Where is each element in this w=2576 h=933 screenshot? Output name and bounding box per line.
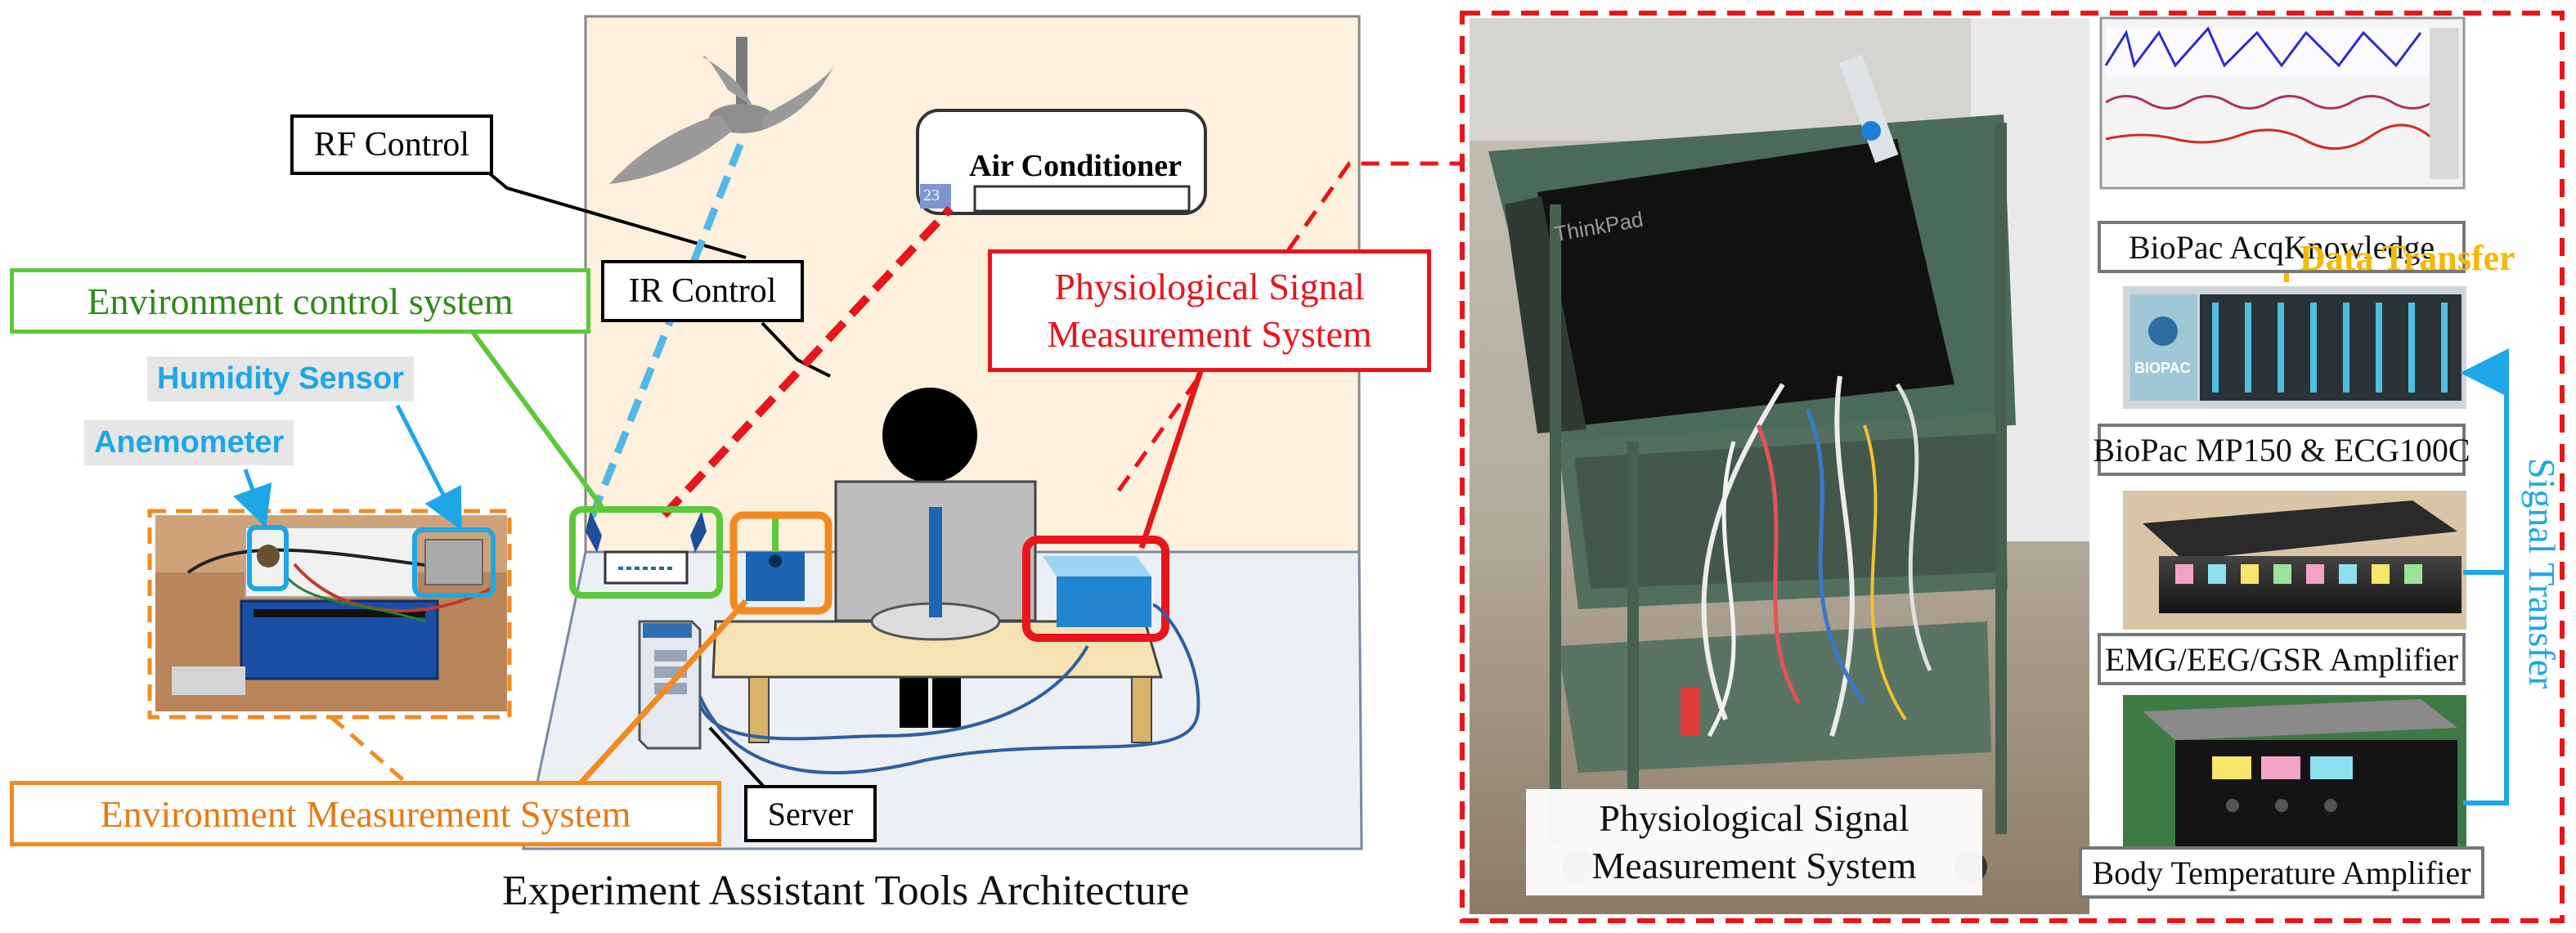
ir-control-text: IR Control xyxy=(628,272,777,310)
inset-to-label-link xyxy=(330,715,411,787)
mp150-photo xyxy=(2123,286,2466,409)
environment-sensor-icon xyxy=(746,515,805,601)
anemometer-arrow xyxy=(233,469,272,528)
rf-control-line xyxy=(486,170,747,259)
router-highlight xyxy=(569,506,723,599)
ir-control-label: IR Control xyxy=(601,260,804,322)
amplifier-caption: EMG/EEG/GSR Amplifier xyxy=(2098,633,2466,685)
arduino-inset-photo xyxy=(155,515,507,711)
physio-label-line1: Physiological Signal xyxy=(1054,266,1365,307)
cart-photo xyxy=(1470,18,2089,914)
biopac-badge: BIOPAC xyxy=(2134,360,2191,376)
physio-device-icon xyxy=(1043,556,1151,627)
humidity-sensor-label: Humidity Sensor xyxy=(147,357,414,401)
physio-device-highlight xyxy=(1022,536,1169,642)
data-transfer-label: Data Transfer xyxy=(2300,238,2515,278)
server-label: Server xyxy=(744,785,877,842)
ir-control-line xyxy=(761,321,831,378)
anemometer-label: Anemometer xyxy=(84,420,294,465)
server-cable-2 xyxy=(698,645,1089,741)
body-temp-caption: Body Temperature Amplifier xyxy=(2079,846,2484,899)
architecture-caption: Experiment Assistant Tools Architecture xyxy=(502,868,1190,914)
env-control-pointer xyxy=(468,327,604,509)
server-pointer xyxy=(708,726,765,788)
server-text: Server xyxy=(767,795,854,832)
environment-control-label: Environment control system xyxy=(10,268,590,334)
signal-transfer-label: Signal Transfer xyxy=(2521,458,2563,689)
photo-caption: Physiological Signal Measurement System xyxy=(1526,789,1982,895)
photo-caption-line1: Physiological Signal xyxy=(1599,797,1910,839)
air-conditioner-label: Air Conditioner xyxy=(969,149,1183,183)
environment-control-text: Environment control system xyxy=(87,280,514,322)
signal-transfer-bracket xyxy=(2463,570,2509,805)
server-cable-1 xyxy=(698,603,1200,774)
environment-measurement-label: Environment Measurement System xyxy=(10,781,721,846)
emg-amplifier-photo xyxy=(2123,491,2466,630)
env-sensor-highlight xyxy=(729,511,832,615)
photo-caption-line2: Measurement System xyxy=(1591,845,1917,886)
rf-control-label: RF Control xyxy=(290,114,493,175)
body-temp-amplifier-photo xyxy=(2123,695,2466,859)
environment-measurement-text: Environment Measurement System xyxy=(100,792,631,835)
humidity-arrow xyxy=(395,404,462,531)
acqknowledge-screen xyxy=(2099,16,2466,190)
rf-control-text: RF Control xyxy=(313,126,470,164)
router-icon xyxy=(586,511,707,585)
stand-pole xyxy=(929,507,942,617)
env-measure-inset-border xyxy=(147,509,512,720)
physio-system-label: Physiological Signal Measurement System xyxy=(988,249,1431,372)
physio-pointer xyxy=(1138,365,1205,549)
env-measure-pointer xyxy=(577,599,748,787)
ac-temperature-display: 23 xyxy=(923,186,940,204)
physio-label-line2: Measurement System xyxy=(1047,313,1372,355)
air-conditioner-icon xyxy=(916,109,1207,215)
router-to-ac-link xyxy=(661,205,954,518)
ceiling-fan-icon xyxy=(609,37,834,184)
to-right-panel-link xyxy=(1116,161,1462,492)
mp150-caption: BioPac MP150 & ECG100C xyxy=(2093,424,2471,476)
acqknowledge-caption: BioPac AcqKnowledge xyxy=(2098,221,2466,273)
